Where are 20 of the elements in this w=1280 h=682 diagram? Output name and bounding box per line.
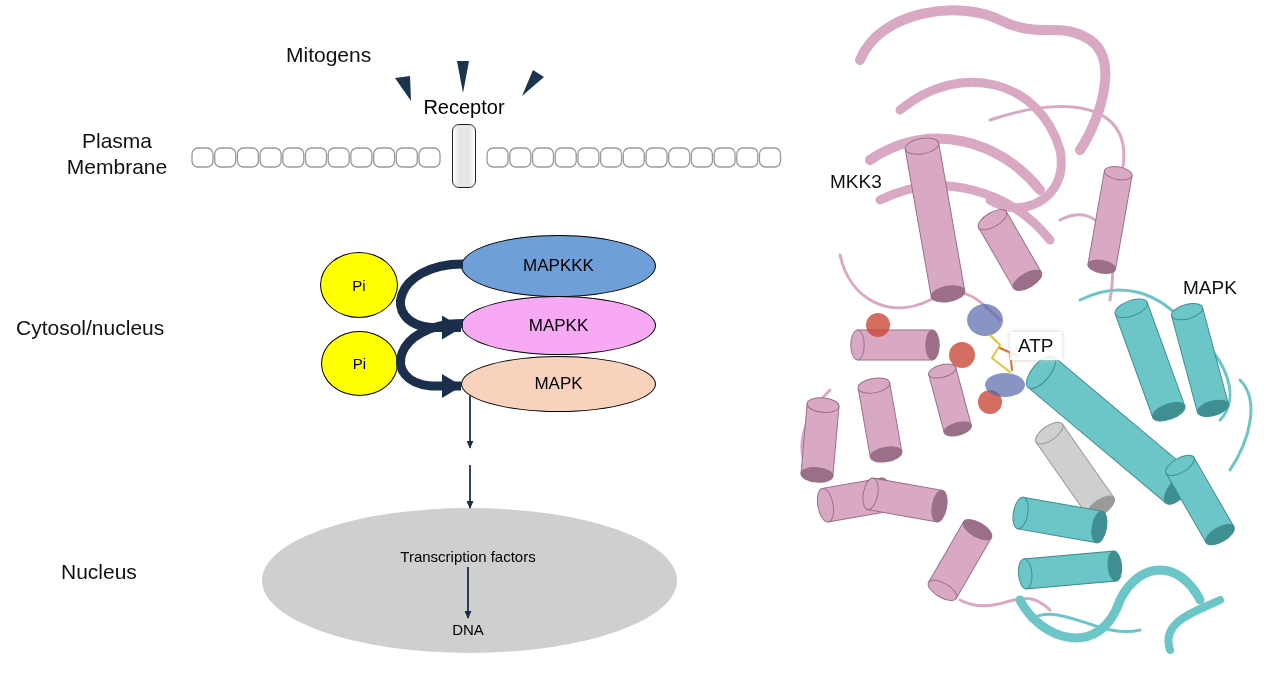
node-label: Pi — [352, 355, 367, 372]
arrow — [464, 566, 472, 619]
curved-arrow — [396, 319, 464, 398]
arrow — [466, 394, 474, 449]
node-label: Pi — [352, 276, 366, 294]
protein-label: MKK3 — [830, 170, 882, 194]
curved-arrow — [396, 259, 464, 340]
node-label: DNA — [452, 620, 484, 638]
region-label: Nucleus — [61, 559, 137, 585]
region-label: Cytosol/nucleus — [16, 315, 165, 341]
node-label: MAPK — [534, 374, 583, 394]
region-label: Plasma Membrane — [65, 128, 169, 181]
protein-label: MAPK — [1183, 276, 1237, 300]
receptor-label: Receptor — [422, 96, 506, 119]
node-label: MAPKKK — [523, 256, 594, 276]
stimulus-label: Mitogens — [286, 42, 372, 68]
node-label: Transcription factors — [400, 547, 536, 565]
ligand-label: ATP — [1010, 332, 1062, 360]
node-label: MAPKK — [528, 315, 589, 336]
arrow — [466, 464, 474, 509]
